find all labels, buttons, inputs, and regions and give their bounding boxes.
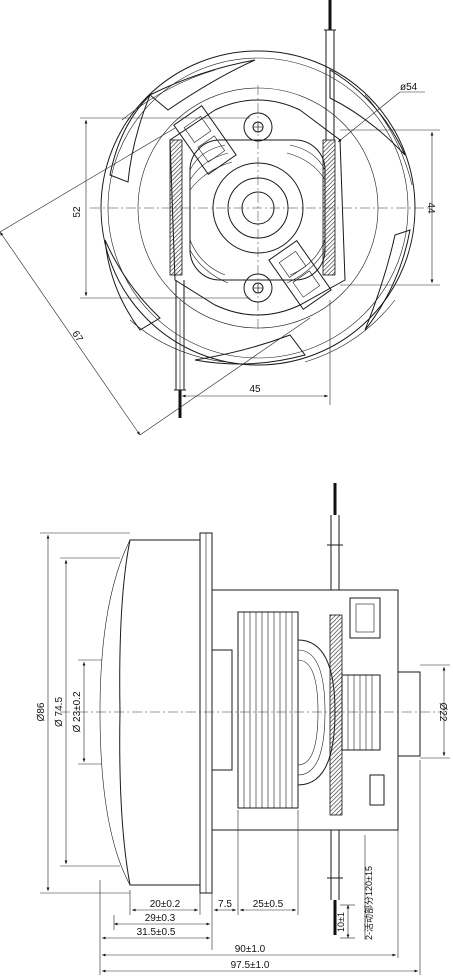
commutator <box>341 674 381 751</box>
dim-31-5: 31.5±0.5 <box>137 927 176 938</box>
brush-holder-top <box>349 597 381 639</box>
rear-bearing <box>397 671 421 757</box>
windings <box>189 144 326 284</box>
dim-45: 45 <box>249 384 261 395</box>
coil-hatch <box>329 614 343 816</box>
brush-holder-bottom <box>369 774 385 806</box>
dim-52: 52 <box>72 206 83 218</box>
dim-phi74-5: Ø 74.5 <box>54 697 65 727</box>
dim-97-5: 97.5±1.0 <box>231 960 270 971</box>
lamination-lines <box>243 612 293 808</box>
coil-left <box>169 139 183 276</box>
dim-phi23: Ø 23±0.2 <box>72 691 83 733</box>
dim-10: 10±1 <box>336 912 346 932</box>
dim-29: 29±0.3 <box>145 913 176 924</box>
fan-blades <box>104 59 413 365</box>
dim-phi54: ø54 <box>400 82 418 93</box>
side-view: Ø86 Ø 74.5 Ø 23±0.2 Ø22 20±0.2 29±0.3 <box>36 483 450 975</box>
dim-phi22: Ø22 <box>437 703 448 722</box>
brush-holder-top-left <box>173 104 237 176</box>
dim-20: 20±0.2 <box>150 899 181 910</box>
brush-holder-bottom-right <box>268 239 332 311</box>
coil-right <box>322 139 336 276</box>
dim-7-5: 7.5 <box>218 899 232 910</box>
dim-phi86: Ø86 <box>36 702 47 721</box>
dim-90: 90±1.0 <box>235 944 266 955</box>
top-view: 52 44 ø54 45 67 <box>0 0 440 436</box>
dim-67: 67 <box>69 329 85 345</box>
bearing-front <box>211 649 233 771</box>
dim-44: 44 <box>425 202 436 214</box>
dim-25: 25±0.5 <box>253 899 284 910</box>
commutator-bars <box>347 675 373 750</box>
fan-housing <box>119 539 201 886</box>
note-moving-part: 2-活动部分120±15 <box>363 866 374 940</box>
